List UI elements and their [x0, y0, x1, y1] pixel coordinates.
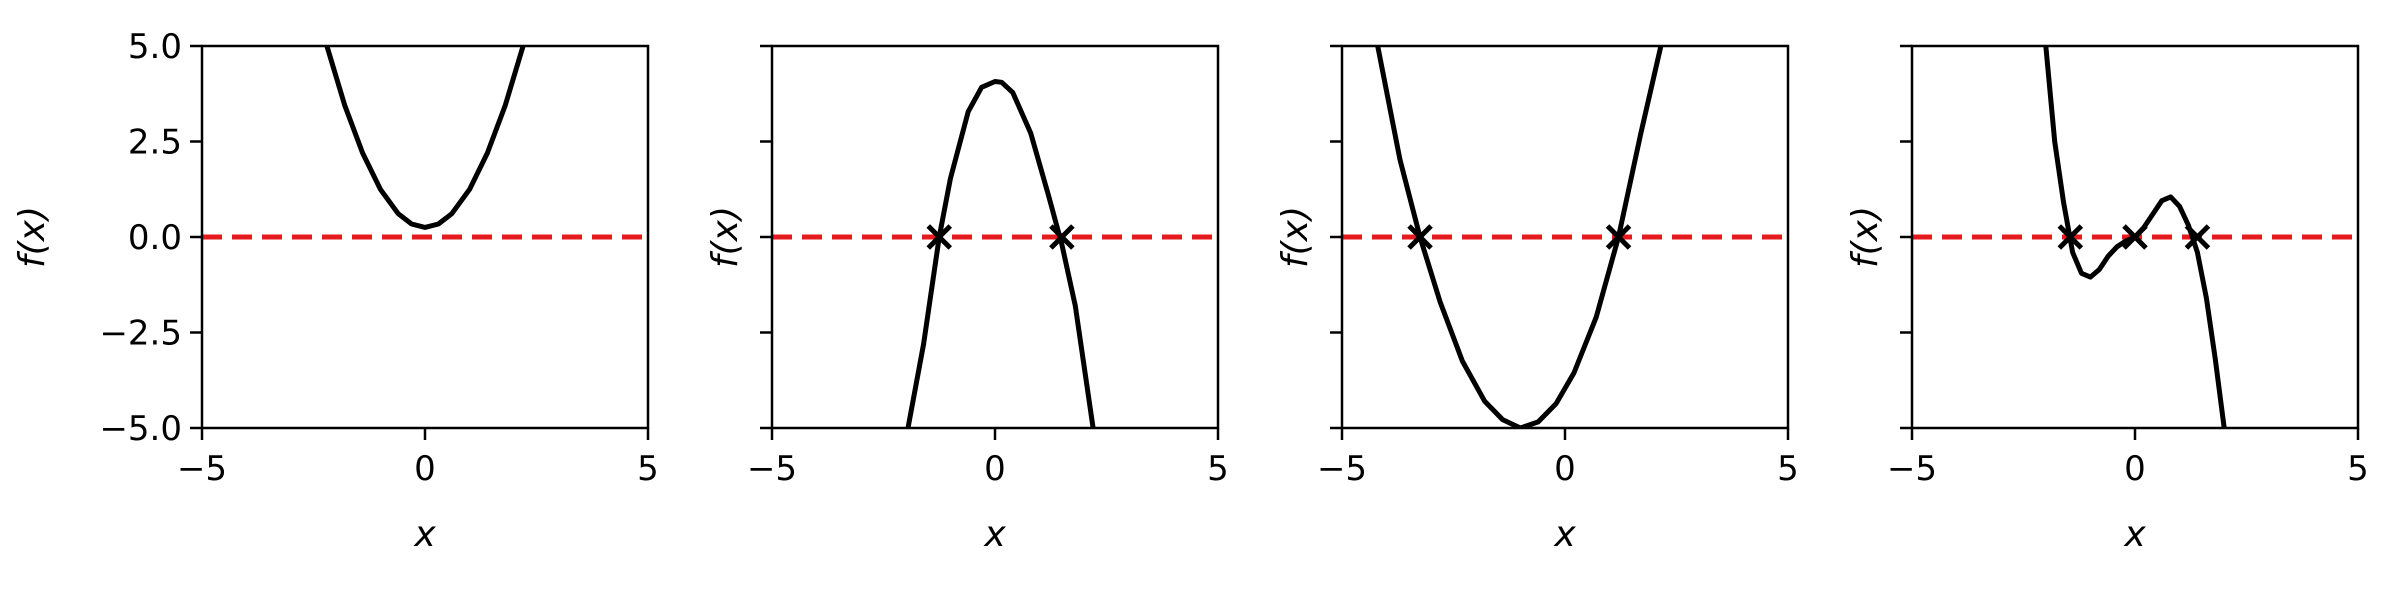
root-marker-stroke [926, 224, 953, 250]
x-tick-label: −5 [1317, 449, 1367, 489]
y-axis-label: f(x) [1275, 206, 1316, 268]
panel-4: −5 0 5 x f(x) [1845, 44, 2369, 555]
root-marker-stroke [1407, 224, 1433, 250]
root-marker-stroke [2184, 224, 2211, 250]
x-tick-label: −5 [747, 449, 797, 489]
panel-2: −5 0 5 x f(x) [705, 44, 1229, 555]
x-tick-label: −5 [1887, 449, 1937, 489]
x-tick-label: 0 [414, 449, 436, 489]
y-axis-label: f(x) [705, 206, 746, 268]
x-axis-label: x [983, 514, 1006, 555]
function-curve [324, 46, 526, 230]
root-marker-stroke [2122, 224, 2148, 250]
x-tick-label: 0 [984, 449, 1006, 489]
y-axis-label: f(x) [12, 206, 53, 268]
root-marker [1605, 224, 1632, 250]
root-marker-stroke [2057, 224, 2084, 250]
root-marker [1407, 224, 1433, 250]
x-tick-label: 0 [2124, 449, 2146, 489]
panel-3: −5 0 5 x f(x) [1275, 44, 1799, 555]
x-tick-label: 0 [1554, 449, 1576, 489]
x-axis-label: x [413, 514, 436, 555]
root-marker [2122, 224, 2148, 250]
root-marker [1049, 224, 1075, 250]
y-tick-label: 0.0 [128, 218, 182, 258]
y-tick-label: −2.5 [99, 314, 182, 354]
x-tick-label: 5 [2347, 449, 2369, 489]
x-axis-label: x [1553, 514, 1576, 555]
root-marker-stroke [1605, 224, 1632, 250]
x-tick-label: −5 [177, 449, 227, 489]
x-tick-label: 5 [1207, 449, 1229, 489]
root-marker [926, 224, 953, 250]
root-marker [2057, 224, 2084, 250]
x-tick-label: 5 [637, 449, 659, 489]
function-curve [1375, 46, 1664, 428]
y-axis-label: f(x) [1845, 206, 1886, 268]
function-curve [905, 79, 1096, 428]
root-marker-stroke [1049, 224, 1075, 250]
y-tick-label: −5.0 [99, 409, 182, 449]
root-marker [2184, 224, 2211, 250]
panel-1: −5.0 −2.5 0.0 2.5 5.0 −5 0 5 x f(x) [12, 27, 659, 555]
x-axis-label: x [2123, 514, 2146, 555]
y-tick-label: 2.5 [128, 123, 182, 163]
x-tick-label: 5 [1777, 449, 1799, 489]
y-tick-label: 5.0 [128, 27, 182, 67]
